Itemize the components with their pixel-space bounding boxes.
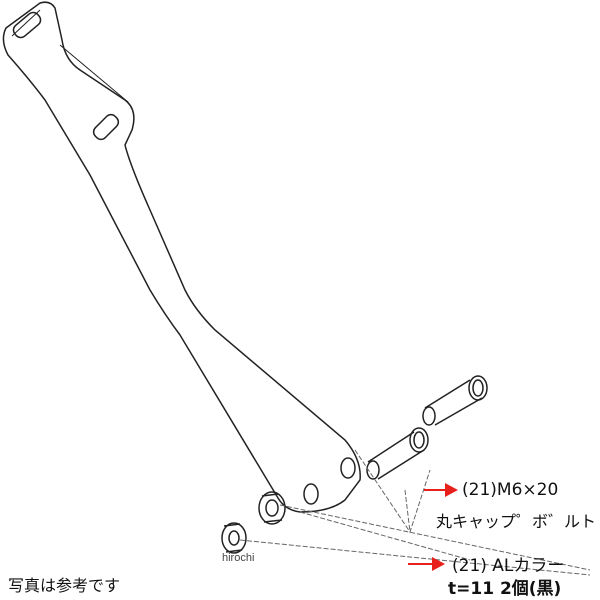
- cap-bolt-lower: [366, 427, 429, 480]
- arrow-collar: [408, 557, 445, 571]
- collar-label-name: (21) ALカラー: [452, 556, 565, 576]
- reference-note: 写真は参考です: [8, 576, 121, 595]
- slot-hole-upper: [12, 11, 42, 39]
- slot-hole-lower: [92, 113, 120, 141]
- bolt-label-spec: (21)M6×20: [462, 480, 559, 500]
- arrow-bolt: [424, 483, 458, 497]
- bracket: [2, 1, 361, 513]
- cap-bolt-upper: [422, 375, 488, 426]
- hole-1: [340, 457, 356, 479]
- collar-1: [258, 491, 286, 525]
- collar-2: [221, 522, 247, 554]
- watermark: hirochi: [222, 552, 255, 564]
- bolt-label-name: 丸キャップ゜ボ゛ルト 2個: [436, 512, 600, 531]
- hole-2: [303, 483, 319, 505]
- collar-label-spec: t=11 2個(黒): [448, 579, 562, 599]
